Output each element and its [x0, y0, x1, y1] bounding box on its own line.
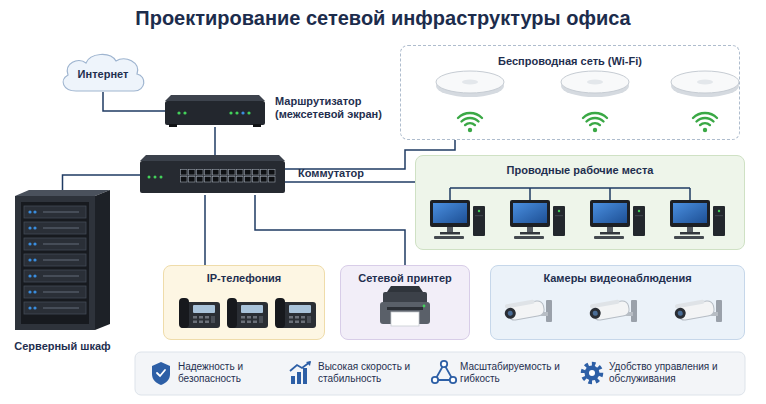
- network-icon: [432, 361, 456, 383]
- gear-icon: [583, 364, 601, 382]
- chart-icon-part: [303, 368, 307, 384]
- group-heading: Проводные рабочие места: [416, 164, 744, 177]
- network-icon-part: [435, 364, 453, 380]
- group-heading: IP-телефония: [164, 272, 324, 285]
- connector-line: [204, 195, 206, 265]
- wifi-group: Беспроводная сеть (Wi-Fi): [400, 45, 740, 140]
- server-unit: [24, 238, 86, 250]
- gear-icon-part: [589, 370, 595, 376]
- server-node: Серверный шкаф: [15, 190, 110, 330]
- feature-label: Надежность и безопасность: [178, 361, 273, 385]
- chart-icon: [290, 361, 311, 384]
- server-rack-part: [21, 202, 89, 324]
- node-label: Серверный шкаф: [5, 340, 120, 353]
- server-unit: [24, 270, 86, 282]
- server-unit: [24, 286, 86, 298]
- shield-icon: [152, 362, 170, 385]
- server-unit: [24, 222, 86, 234]
- chart-icon-part: [291, 376, 295, 384]
- connector-line: [214, 127, 216, 155]
- connector-line: [285, 181, 415, 183]
- shield-icon-part: [152, 362, 170, 385]
- router-device-part: [183, 111, 186, 114]
- feature-label: Удобство управления и обслуживания: [609, 361, 734, 385]
- group-heading: Сетевой принтер: [341, 272, 469, 285]
- switch-device-part: [148, 176, 151, 179]
- server-rack-part: [95, 190, 110, 330]
- printer-group: Сетевой принтер: [340, 265, 470, 340]
- gear-icon-part: [583, 364, 601, 382]
- camera-group: Камеры видеонаблюдения: [490, 265, 745, 340]
- node-label: Коммутатор: [298, 167, 398, 180]
- switch-device-part: [140, 161, 285, 193]
- switch-node: Коммутатор: [140, 155, 285, 195]
- network-icon-part: [450, 377, 456, 383]
- network-icon-part: [441, 361, 447, 367]
- connector-line: [255, 195, 405, 265]
- chart-icon-part: [297, 372, 301, 384]
- switch-device-part: [160, 176, 163, 179]
- router-device-part: [247, 111, 250, 114]
- chart-icon-part: [290, 362, 310, 371]
- wired-group: Проводные рабочие места: [415, 155, 745, 250]
- gear-icon-part: [585, 366, 600, 381]
- switch-device-part: [154, 176, 157, 179]
- node-label: Маршрутизатор (межсетевой экран): [275, 95, 400, 121]
- switch-device-part: [180, 169, 276, 183]
- cloud-node: Интернет: [58, 50, 148, 92]
- server-unit: [24, 206, 86, 218]
- node-label: Интернет: [58, 50, 148, 92]
- feature-strip-part: [135, 352, 745, 395]
- feature-label: Масштабируемость и гибкость: [460, 361, 565, 385]
- server-unit: [24, 302, 86, 314]
- chart-icon-part: [306, 361, 311, 366]
- feature-strip: [135, 352, 745, 395]
- telephony-group: IP-телефония: [163, 265, 325, 340]
- switch-device: [140, 155, 285, 193]
- switch-device-part: [140, 155, 285, 161]
- connector-line: [103, 92, 165, 111]
- server-rack: [15, 190, 110, 330]
- shield-icon-part: [157, 370, 165, 376]
- connector-line: [63, 175, 141, 190]
- group-heading: Камеры видеонаблюдения: [491, 272, 744, 285]
- router-device-part: [253, 124, 261, 127]
- router-device-part: [177, 111, 180, 114]
- router-device-part: [229, 111, 232, 114]
- group-heading: Беспроводная сеть (Wi-Fi): [401, 55, 739, 68]
- router-device: [165, 95, 265, 127]
- network-icon-part: [432, 377, 438, 383]
- feature-label: Высокая скорость и стабильность: [318, 361, 418, 385]
- router-device-part: [165, 101, 265, 125]
- server-rack-part: [15, 190, 110, 196]
- router-device-part: [169, 124, 177, 127]
- router-node: Маршрутизатор (межсетевой экран): [165, 95, 265, 127]
- router-device-part: [235, 111, 238, 114]
- router-device-part: [241, 111, 244, 114]
- server-rack-part: [15, 196, 95, 330]
- server-unit: [24, 254, 86, 266]
- router-device-part: [165, 95, 265, 101]
- diagram-title: Проектирование сетевой инфраструктуры оф…: [0, 7, 766, 30]
